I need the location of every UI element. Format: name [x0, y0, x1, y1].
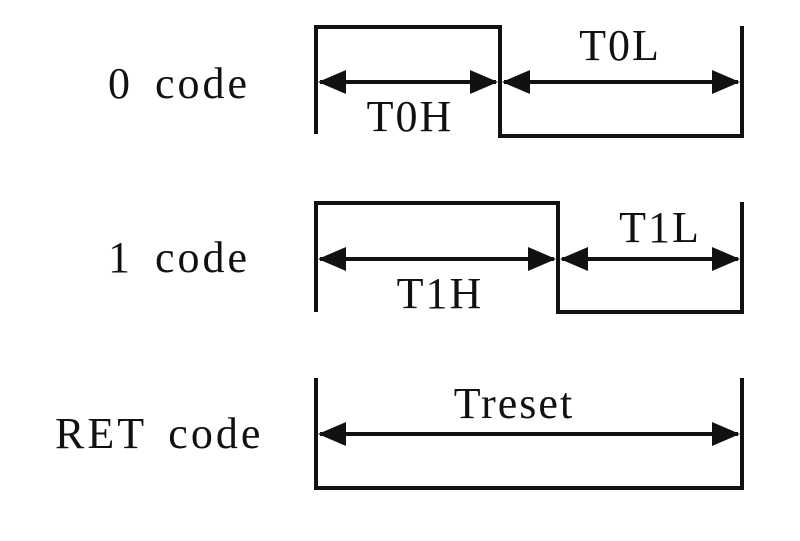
arrowhead-left-treset	[318, 422, 346, 446]
segment-label-t0l: T0L	[579, 21, 661, 70]
arrowhead-left-t0l	[502, 70, 530, 94]
row-1-code: 1 code T1H T1L	[108, 201, 744, 318]
segment-label-t1h: T1H	[397, 269, 484, 318]
row-label-0-code: 0 code	[108, 59, 250, 108]
arrowhead-left-t0h	[318, 70, 346, 94]
segment-label-t1l: T1L	[619, 203, 701, 252]
arrowhead-right-t1h	[528, 247, 556, 271]
waveform-ret-code	[314, 378, 744, 490]
arrowhead-right-t1l	[712, 247, 740, 271]
segment-label-treset: Treset	[454, 379, 574, 428]
arrowhead-right-t0h	[470, 70, 498, 94]
waveform-1-code	[314, 201, 744, 314]
row-label-1-code: 1 code	[108, 233, 250, 282]
row-ret-code: RET code Treset	[55, 378, 744, 490]
arrowhead-left-t1l	[560, 247, 588, 271]
segment-label-t0h: T0H	[367, 92, 454, 141]
row-label-ret-code: RET code	[55, 409, 263, 458]
arrowhead-right-t0l	[712, 70, 740, 94]
waveform-0-code	[314, 25, 744, 138]
arrowhead-left-t1h	[318, 247, 346, 271]
arrowhead-right-treset	[712, 422, 740, 446]
row-0-code: 0 code T0H T0L	[108, 21, 744, 141]
